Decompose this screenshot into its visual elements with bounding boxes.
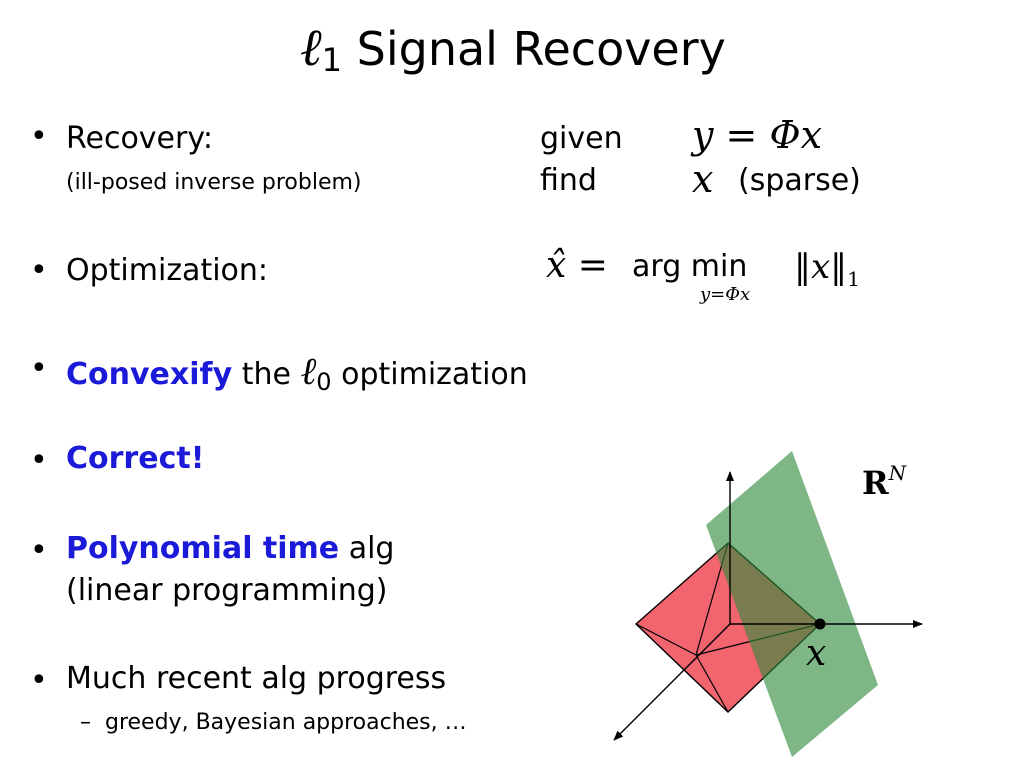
bullet-dot: • (30, 443, 48, 478)
bullet-dot: • (30, 253, 48, 288)
optimization-lhs: x̂ = (546, 245, 608, 286)
norm-subscript: 1 (847, 266, 860, 291)
norm-expression: ‖x‖ (794, 247, 848, 287)
space-label: RN (862, 461, 908, 502)
axis-diagonal (613, 623, 731, 741)
coordinate-axes (613, 471, 923, 741)
solution-plane (706, 451, 878, 757)
point-label: x (806, 633, 826, 674)
title-text: Signal Recovery (356, 22, 726, 76)
sparse-solution-point (814, 618, 826, 630)
progress-text: Much recent alg progress (66, 661, 447, 696)
bullet-dot: • (30, 119, 48, 154)
optimization-argmin: arg min (632, 249, 748, 284)
progress-sub: – greedy, Bayesian approaches, … (80, 710, 467, 735)
slide-title: ℓ1 Signal Recovery (300, 22, 726, 76)
poly-line2: (linear programming) (66, 573, 388, 608)
convexify-pre: the (241, 357, 291, 392)
bullet-dot: • (30, 351, 48, 386)
optimization-label: Optimization: (66, 253, 269, 288)
progress-sub-text: greedy, Bayesian approaches, … (105, 710, 467, 735)
l1-ball-figure: x RN (613, 451, 923, 757)
bullet-dot: • (30, 663, 48, 698)
bullet-dot: • (30, 533, 48, 568)
recovery-find: find (540, 163, 597, 198)
correct-bold: Correct! (66, 441, 205, 476)
recovery-label: Recovery: (66, 121, 214, 156)
recovery-equation: y = Φx (692, 113, 823, 157)
title-ell-subscript: 1 (321, 41, 343, 79)
recovery-x: x (692, 157, 714, 201)
recovery-note: (ill-posed inverse problem) (66, 170, 362, 195)
poly-line: Polynomial time alg (66, 534, 394, 564)
ell-subscript: 0 (316, 368, 332, 396)
ell-symbol: ℓ (300, 349, 317, 393)
convexify-bold: Convexify (66, 357, 233, 392)
convexify-post: optimization (341, 357, 528, 392)
title-ell-symbol: ℓ (300, 18, 322, 78)
poly-bold: Polynomial time (66, 531, 340, 566)
optimization-norm: ‖x‖1 (794, 250, 860, 289)
recovery-given: given (540, 121, 623, 156)
recovery-sparse: (sparse) (738, 163, 861, 198)
poly-rest: alg (348, 531, 395, 566)
convexify-line: Convexify the ℓ0 optimization (66, 352, 528, 394)
optimization-constraint: y=Φx (700, 284, 751, 305)
